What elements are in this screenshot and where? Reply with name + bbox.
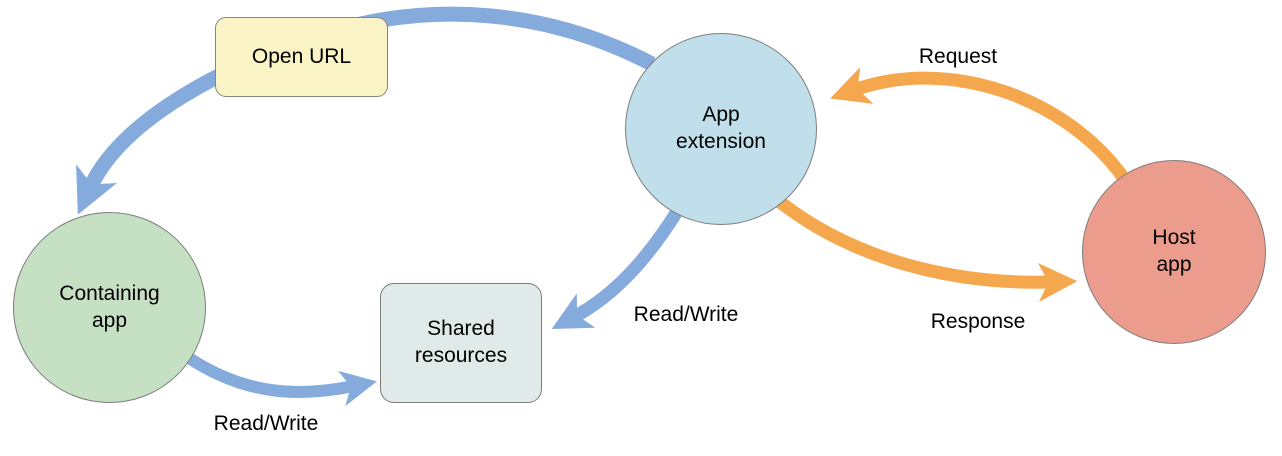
- edge-response-arrow: [776, 196, 1078, 302]
- containing-app-label: Containing app: [59, 281, 160, 332]
- shared-resources-box: Shared resources: [380, 283, 542, 403]
- read-write-extension-edge-label: Read/Write: [633, 303, 739, 326]
- request-edge-label: Request: [918, 45, 998, 68]
- shared-resources-label: Shared resources: [414, 317, 508, 367]
- response-edge-label: Response: [930, 310, 1026, 333]
- containing-app-node: Containing app: [13, 212, 206, 403]
- app-extension-label: App extension: [676, 103, 766, 153]
- edge-read-write-extension-arrow: [551, 206, 684, 329]
- open-url-box: Open URL: [215, 17, 388, 97]
- host-app-node: Host app: [1082, 160, 1266, 344]
- app-extension-node: App extension: [625, 33, 817, 225]
- edge-request-arrow: [830, 67, 1131, 184]
- host-app-label: Host app: [1152, 226, 1196, 276]
- read-write-containing-edge-label: Read/Write: [213, 412, 319, 435]
- edge-read-write-containing-arrow: [182, 351, 377, 407]
- open-url-label: Open URL: [251, 44, 352, 68]
